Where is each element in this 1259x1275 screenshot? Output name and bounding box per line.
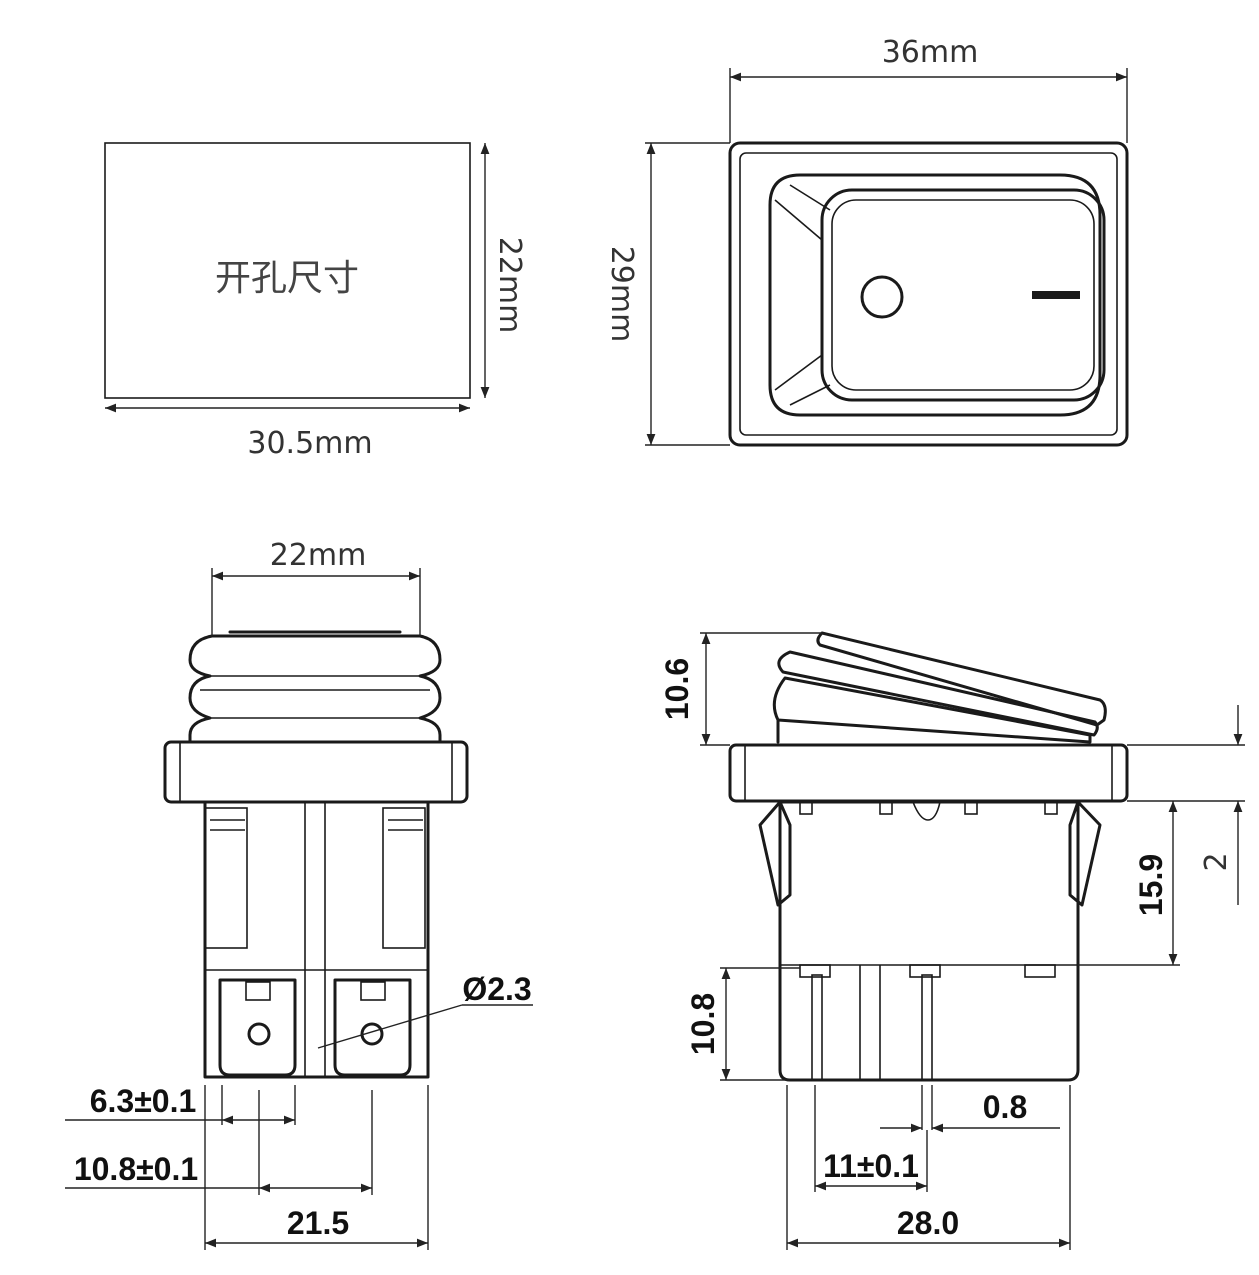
hole-diameter-label: Ø2.3 — [462, 971, 531, 1007]
bezel-height-label: 29mm — [604, 246, 639, 343]
flange — [163, 740, 469, 804]
bezel-width-label: 36mm — [882, 35, 979, 70]
pin-thickness-label: 0.8 — [983, 1089, 1027, 1125]
on-symbol-icon — [1032, 291, 1080, 299]
cutout-rectangle — [104, 142, 471, 399]
rubber-boot — [188, 634, 442, 744]
rubber-boot-side — [772, 676, 1092, 744]
rocker-recess — [768, 173, 1102, 417]
terminal-right — [333, 978, 412, 1077]
front-view: 36mm 29mm — [604, 35, 1129, 447]
terminal-left — [218, 978, 297, 1077]
bezel-outer — [728, 141, 1129, 447]
rocker-face — [820, 188, 1106, 402]
off-symbol-icon — [860, 275, 904, 319]
pin-right — [921, 974, 933, 1081]
top-width-label: 22mm — [270, 538, 367, 573]
clip-right — [1068, 800, 1102, 907]
flange-thickness-label: 2 — [1199, 852, 1234, 871]
terminal-length-label: 10.8 — [685, 993, 721, 1055]
side-view-narrow: Ø2.3 22mm 6.3±0.1 10.8±0.1 21.5 — [65, 538, 533, 1250]
switch-body-side — [778, 800, 1080, 1082]
overall-width-side-label: 28.0 — [897, 1205, 959, 1241]
panel-cutout-view: 开孔尺寸 30.5mm 22mm — [104, 142, 527, 461]
terminal-hole — [360, 1022, 384, 1046]
clip-left — [758, 800, 792, 907]
cutout-label: 开孔尺寸 — [215, 258, 359, 299]
terminal-pitch-label: 10.8±0.1 — [74, 1151, 198, 1187]
pin-left — [811, 974, 823, 1081]
overall-width-label: 21.5 — [287, 1205, 349, 1241]
body-height-label: 15.9 — [1133, 854, 1169, 916]
cutout-width-label: 30.5mm — [247, 426, 372, 461]
terminal-width-label: 6.3±0.1 — [90, 1083, 197, 1119]
rocker-cap — [816, 631, 1107, 727]
flange-side — [728, 743, 1129, 803]
side-view-wide: 10.6 2 15.9 10.8 0.8 11±0.1 28.0 — [659, 631, 1245, 1250]
rocker-height-label: 10.6 — [659, 658, 695, 720]
cutout-height-label: 22mm — [492, 237, 527, 334]
pin-pitch-label: 11±0.1 — [823, 1148, 919, 1184]
switch-body — [203, 800, 430, 1079]
